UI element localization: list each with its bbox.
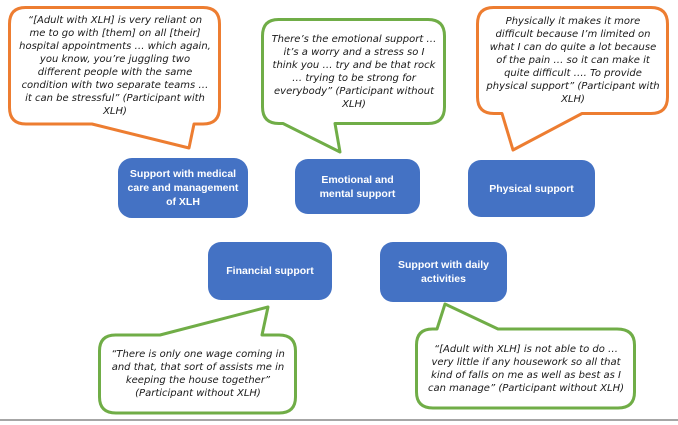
category-box-emotional-support: Emotional and mental support bbox=[295, 159, 420, 214]
bottom-divider-line bbox=[0, 419, 678, 421]
bubble-outline bbox=[261, 18, 446, 154]
quote-text: Physically it makes it more difficult be… bbox=[486, 16, 660, 105]
speech-bubble-shape bbox=[476, 6, 669, 152]
quote-text: “[Adult with XLH] is very reliant on me … bbox=[19, 15, 211, 117]
category-box-daily-activities: Support with daily activities bbox=[380, 242, 507, 302]
speech-bubble-shape bbox=[415, 302, 636, 410]
quote-text: “There is only one wage coming in and th… bbox=[111, 349, 285, 399]
quote-bubble-daily-activities: “[Adult with XLH] is not able to do … ve… bbox=[415, 301, 637, 411]
quote-bubble-physical-support: Physically it makes it more difficult be… bbox=[476, 6, 670, 158]
speech-bubble-shape bbox=[8, 6, 221, 150]
category-box-financial-support: Financial support bbox=[208, 242, 332, 300]
bubble-outline bbox=[415, 302, 636, 410]
bubble-outline bbox=[8, 6, 221, 150]
quote-bubble-medical-support: “[Adult with XLH] is very reliant on me … bbox=[8, 6, 222, 156]
category-box-medical-support: Support with medical care and management… bbox=[118, 158, 248, 218]
quote-bubble-emotional-support: There’s the emotional support … it’s a w… bbox=[261, 18, 447, 158]
speech-bubble-shape bbox=[98, 305, 297, 415]
bubble-outline bbox=[476, 6, 669, 152]
bubble-outline bbox=[98, 305, 297, 415]
speech-bubble-shape bbox=[261, 18, 446, 154]
quote-text: “[Adult with XLH] is not able to do … ve… bbox=[427, 343, 624, 394]
quote-text: There’s the emotional support … it’s a w… bbox=[271, 33, 437, 110]
category-box-physical-support: Physical support bbox=[468, 160, 595, 217]
quote-bubble-financial-support: “There is only one wage coming in and th… bbox=[98, 303, 298, 415]
